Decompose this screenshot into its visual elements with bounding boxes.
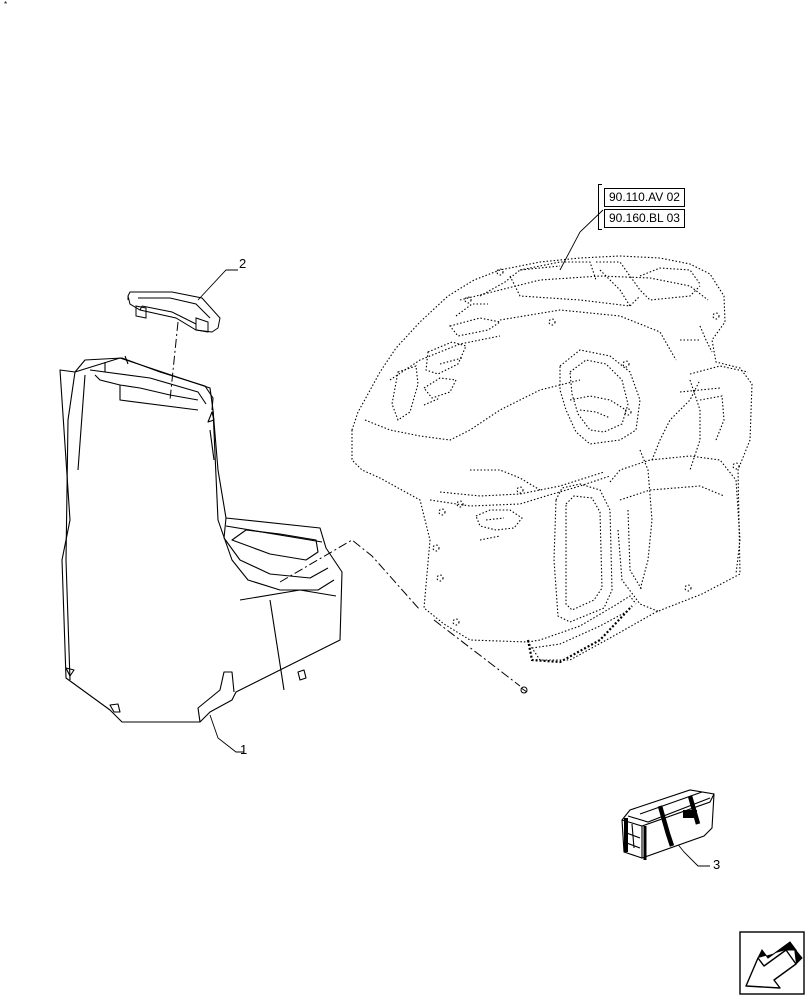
assembly-axis-line-2	[279, 539, 421, 611]
callout-2: 2	[239, 256, 247, 271]
crate-label-patch	[683, 810, 697, 818]
reference-link-2[interactable]: 90.160.BL 03	[604, 209, 685, 228]
assembly-axis-line	[169, 321, 179, 401]
callout-1: 1	[240, 742, 248, 757]
leader-lines	[197, 209, 710, 867]
reference-bracket	[598, 184, 602, 230]
callout-3: 3	[713, 857, 721, 872]
dash-panel-assembly	[351, 255, 753, 661]
screw-part[interactable]	[520, 686, 528, 694]
kit-crate-part[interactable]	[621, 789, 715, 860]
dash-panel-seal	[526, 605, 633, 664]
console-cover-part[interactable]	[59, 355, 343, 723]
arrow-icon[interactable]	[739, 931, 805, 995]
corner-mark: *	[4, 0, 8, 9]
reference-link-1[interactable]: 90.110.AV 02	[604, 188, 685, 207]
trim-ring-part[interactable]	[127, 291, 221, 333]
assembly-axis-line-3	[433, 619, 521, 687]
